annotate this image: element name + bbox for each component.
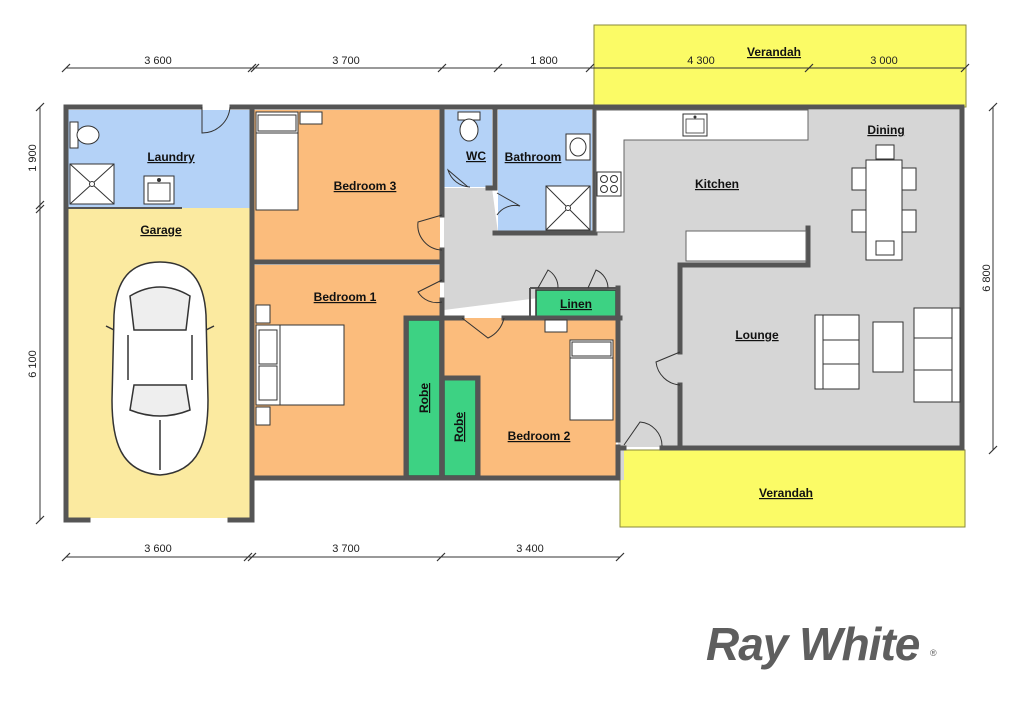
room-label-wc: WC — [466, 149, 486, 163]
room-label-dining: Dining — [867, 123, 904, 137]
dim-top-4: 4 300 — [687, 55, 715, 67]
dim-top-5: 3 000 — [870, 55, 898, 67]
single-bed-icon — [255, 111, 299, 211]
coffee-table-icon — [872, 321, 904, 373]
walls — [63, 104, 965, 523]
room-label-verandah-top: Verandah — [747, 45, 801, 59]
dim-bottom-1: 3 600 — [144, 543, 172, 555]
dim-bottom-3: 3 400 — [516, 543, 544, 555]
room-label-bathroom: Bathroom — [505, 150, 562, 164]
bedside-table-icon — [544, 319, 568, 333]
bedside-table-icon — [299, 111, 323, 125]
room-label-laundry: Laundry — [147, 150, 195, 164]
car-icon — [105, 261, 215, 476]
room-label-verandah-bottom: Verandah — [759, 486, 813, 500]
laundry-tub-icon — [143, 175, 175, 205]
brand-logo: Ray White — [706, 618, 920, 670]
dim-right-1: 6 800 — [981, 264, 993, 292]
room-label-bedroom1: Bedroom 1 — [314, 290, 377, 304]
shower-icon — [69, 163, 115, 205]
thin-walls — [68, 207, 620, 318]
room-label-lounge: Lounge — [735, 328, 779, 342]
basin-icon — [565, 133, 591, 161]
doors — [201, 106, 681, 447]
room-label-robe-2: Robe — [452, 412, 466, 442]
toilet-icon — [457, 111, 481, 142]
bedside-table-icon — [255, 304, 271, 324]
sofa-icon — [814, 314, 860, 390]
double-bed-icon — [255, 324, 345, 406]
kitchen-island — [685, 230, 807, 262]
bedside-table-icon — [255, 406, 271, 426]
room-label-robe-1: Robe — [417, 383, 431, 413]
room-label-linen: Linen — [560, 297, 592, 311]
shower-icon — [545, 185, 591, 231]
room-label-bedroom2: Bedroom 2 — [508, 429, 571, 443]
sink-icon — [682, 113, 708, 137]
dim-top-2: 3 700 — [332, 55, 360, 67]
dining-table-icon — [851, 144, 917, 261]
room-label-kitchen: Kitchen — [695, 177, 739, 191]
dimension-labels: 3 600 3 700 1 800 4 300 3 000 3 600 3 70… — [27, 52, 993, 555]
toilet-icon — [69, 121, 100, 149]
dim-top-3: 1 800 — [530, 55, 558, 67]
linen-area — [535, 289, 617, 319]
single-bed-icon — [569, 339, 614, 421]
dim-left-1: 1 900 — [27, 144, 39, 172]
dim-left-2: 6 100 — [27, 350, 39, 378]
dimension-lines — [39, 67, 994, 558]
dim-top-1: 3 600 — [144, 55, 172, 67]
verandah-top-area — [593, 24, 967, 108]
cooktop-icon — [596, 171, 622, 197]
verandah-bottom-area — [619, 449, 966, 528]
room-label-garage: Garage — [140, 223, 182, 237]
brand-registered-mark: ® — [930, 648, 937, 658]
room-label-bedroom3: Bedroom 3 — [334, 179, 397, 193]
dim-bottom-2: 3 700 — [332, 543, 360, 555]
sofa-icon — [913, 307, 961, 403]
dimension-ticks — [35, 63, 998, 562]
